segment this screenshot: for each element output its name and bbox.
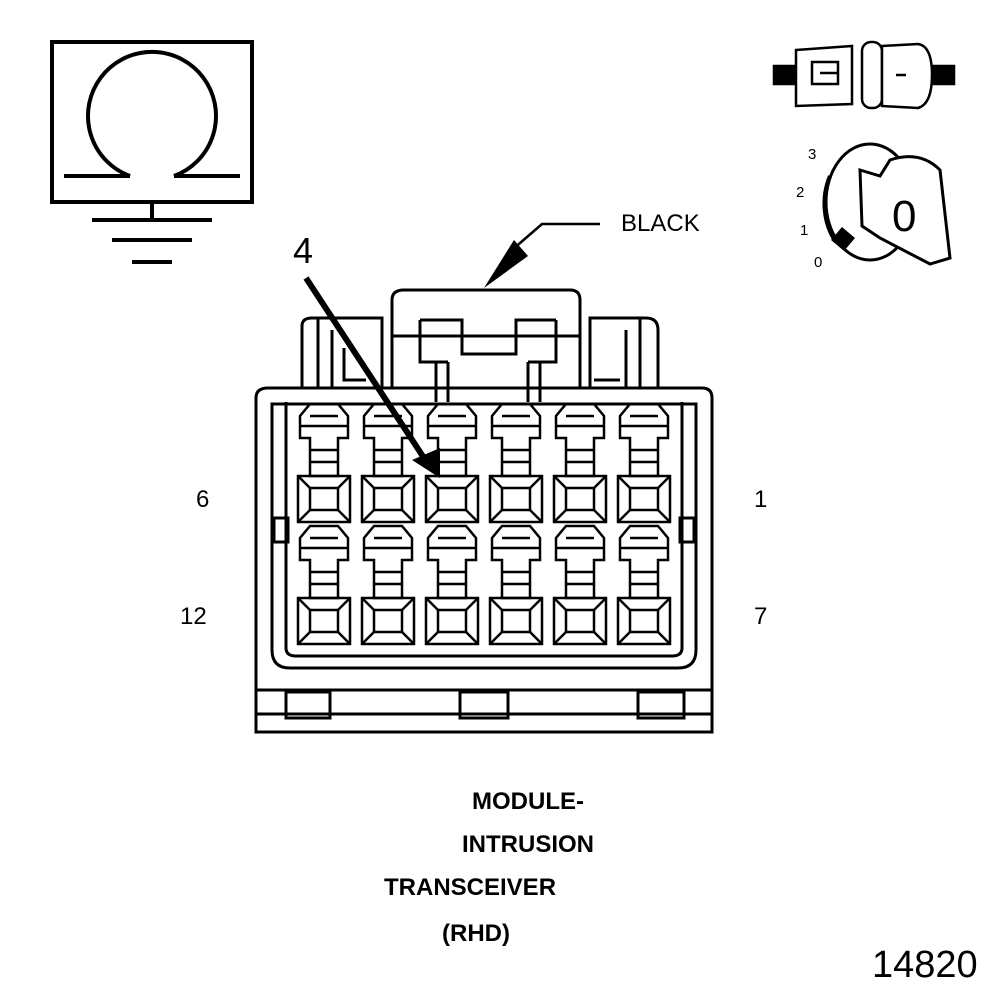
- terminal-cavity: [424, 524, 480, 646]
- housing-color-label: BLACK: [621, 210, 700, 237]
- key-position-3: 3: [808, 146, 817, 163]
- key-position-0: 0: [814, 254, 823, 271]
- terminal-cavity: [296, 402, 352, 524]
- terminal-cavity: [360, 524, 416, 646]
- title-line-2: INTRUSION: [462, 831, 594, 858]
- terminal-cavity: [488, 402, 544, 524]
- terminal-cavity: [552, 402, 608, 524]
- pin-label-1: 1: [754, 486, 768, 513]
- terminal-cavity: [296, 524, 352, 646]
- terminal-cavity-grid: [296, 402, 672, 646]
- terminal-cavity: [488, 524, 544, 646]
- pin-label-7: 7: [754, 603, 768, 630]
- key-position-2: 2: [796, 184, 805, 201]
- terminal-cavity: [552, 524, 608, 646]
- terminal-cavity: [616, 524, 672, 646]
- disconnected-connector-icon: [772, 40, 956, 110]
- key-position-1: 1: [800, 222, 809, 239]
- ground-icon: [92, 202, 212, 264]
- pin-label-6: 6: [196, 486, 210, 513]
- title-line-3: TRANSCEIVER: [384, 874, 557, 901]
- terminal-cavity: [360, 402, 416, 524]
- pin-callout-number: 4: [293, 230, 314, 271]
- figure-number: 14820: [872, 944, 978, 986]
- title-line-4: (RHD): [442, 920, 510, 947]
- black-callout-leader: [484, 222, 600, 288]
- pin-label-12: 12: [180, 603, 207, 630]
- key-digit: 0: [892, 192, 917, 241]
- pin-4-pointer-arrow: [303, 276, 440, 478]
- terminal-cavity: [424, 402, 480, 524]
- terminal-cavity: [616, 402, 672, 524]
- ignition-key-icon: [822, 142, 952, 266]
- ohmmeter-icon: [50, 40, 254, 204]
- title-line-1: MODULE-: [472, 788, 584, 815]
- connector-housing: [254, 288, 714, 734]
